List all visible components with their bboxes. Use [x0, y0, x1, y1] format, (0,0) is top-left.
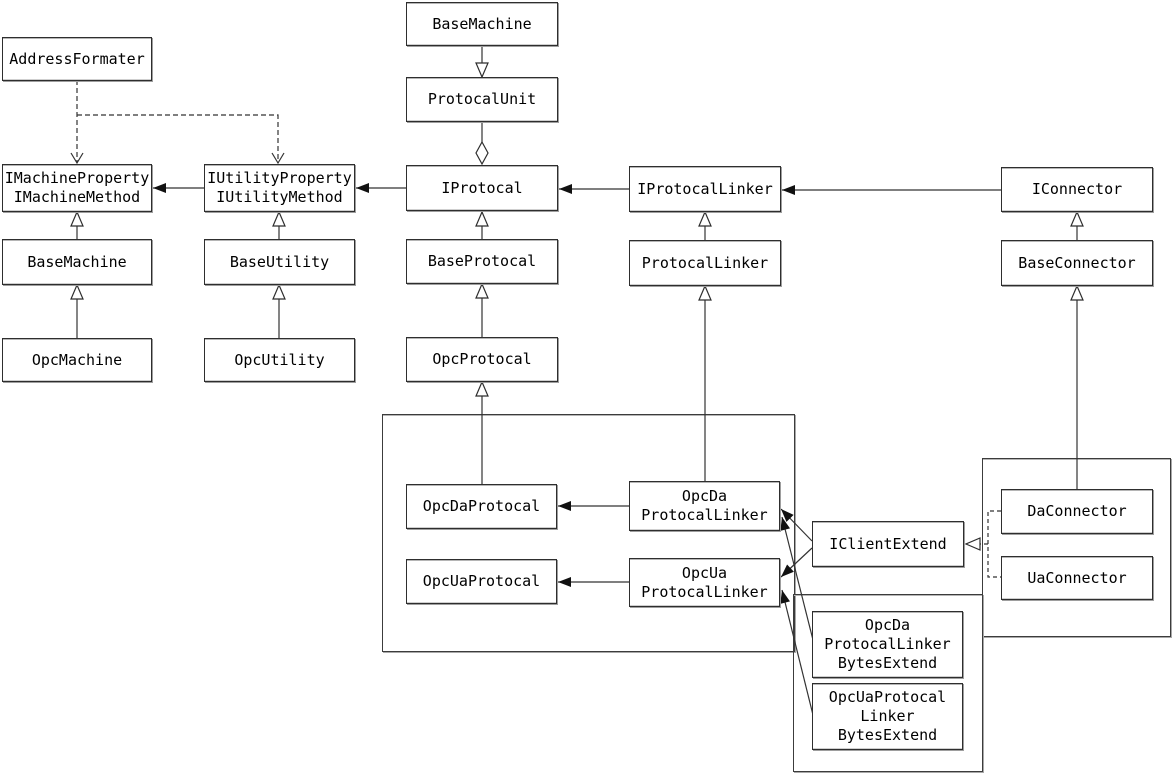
class-label: BytesExtend	[837, 654, 938, 672]
class-label: OpcMachine	[31, 350, 123, 369]
class-box-opcdaprotocal: OpcDaProtocal	[406, 484, 557, 529]
class-box-iprotocal: IProtocal	[406, 165, 558, 211]
class-box-iprotocallinker: IProtocalLinker	[629, 166, 781, 212]
class-label: OpcDa	[681, 487, 728, 505]
class-box-baseconnector: BaseConnector	[1001, 240, 1153, 286]
class-box-iutilityproperty: IUtilityProperty IUtilityMethod	[204, 164, 355, 212]
class-box-opcdaprotocallinker: OpcDa ProtocalLinker	[629, 481, 780, 531]
class-label: OpcUa	[681, 563, 728, 582]
class-label: OpcDaProtocal	[422, 497, 541, 515]
class-label: OpcProtocal	[432, 350, 532, 368]
connector-group-container	[982, 458, 1171, 637]
class-label: OpcUtility	[234, 350, 325, 369]
class-label: ProtocalLinker	[824, 635, 951, 653]
class-box-baseutility: BaseUtility	[204, 239, 355, 285]
class-label: OpcUaProtocal	[828, 688, 947, 706]
class-box-opcdaprotocallinkerbytesextend: OpcDa ProtocalLinker BytesExtend	[812, 611, 963, 678]
class-label: IUtilityProperty	[207, 169, 352, 187]
class-label: Linker	[860, 707, 915, 725]
class-label: ProtocalLinker	[641, 253, 769, 272]
class-label: UaConnector	[1027, 568, 1127, 587]
class-label: IMachineProperty	[4, 169, 150, 187]
class-label: OpcUaProtocal	[422, 572, 541, 590]
class-label: BaseUtility	[229, 252, 330, 271]
class-label: IClientExtend	[829, 534, 947, 553]
class-label: IConnector	[1031, 180, 1123, 198]
class-label: BaseMachine	[27, 252, 127, 271]
class-box-imachineproperty: IMachineProperty IMachineMethod	[2, 164, 152, 212]
class-box-basemachine: BaseMachine	[2, 239, 152, 285]
class-box-iclientextend: IClientExtend	[812, 521, 964, 567]
class-label: AddressFormater	[9, 49, 145, 68]
class-label: ProtocalLinker	[641, 506, 768, 524]
class-label: BaseMachine	[432, 14, 532, 33]
class-box-opcprotocal: OpcProtocal	[406, 337, 558, 382]
class-label: BaseConnector	[1018, 253, 1136, 272]
class-label: IUtilityMethod	[216, 188, 343, 206]
class-label: IProtocalLinker	[637, 179, 773, 198]
class-box-basemachine-top: BaseMachine	[406, 2, 558, 46]
class-box-protocallinker: ProtocalLinker	[629, 240, 781, 286]
class-label: IProtocal	[441, 178, 523, 197]
class-box-opcmachine: OpcMachine	[2, 338, 152, 382]
class-label: BaseProtocal	[427, 252, 537, 270]
class-box-protocalunit: ProtocalUnit	[406, 77, 558, 122]
protocol-group-container	[382, 414, 795, 652]
class-box-opcuaprotocal: OpcUaProtocal	[406, 559, 557, 604]
class-box-iconnector: IConnector	[1001, 167, 1153, 212]
class-box-addressformater: AddressFormater	[2, 37, 152, 81]
class-box-opcutility: OpcUtility	[204, 338, 355, 382]
class-box-uaconnector: UaConnector	[1001, 556, 1153, 600]
class-box-baseprotocal: BaseProtocal	[406, 239, 558, 284]
class-box-opcuaprotocallinker: OpcUa ProtocalLinker	[629, 558, 780, 607]
class-label: ProtocalLinker	[641, 582, 768, 601]
class-label: OpcDa	[864, 616, 911, 634]
class-box-daconnector: DaConnector	[1001, 489, 1153, 534]
class-label: DaConnector	[1027, 502, 1127, 520]
edge-addressformater-iutility	[77, 114, 285, 165]
aggregation-diamond-icon	[475, 140, 489, 166]
class-label: ProtocalUnit	[427, 90, 537, 108]
class-label: IMachineMethod	[13, 188, 141, 206]
class-box-opcuaprotocallinkerbytesextend: OpcUaProtocal Linker BytesExtend	[812, 683, 963, 750]
class-label: BytesExtend	[837, 726, 938, 744]
